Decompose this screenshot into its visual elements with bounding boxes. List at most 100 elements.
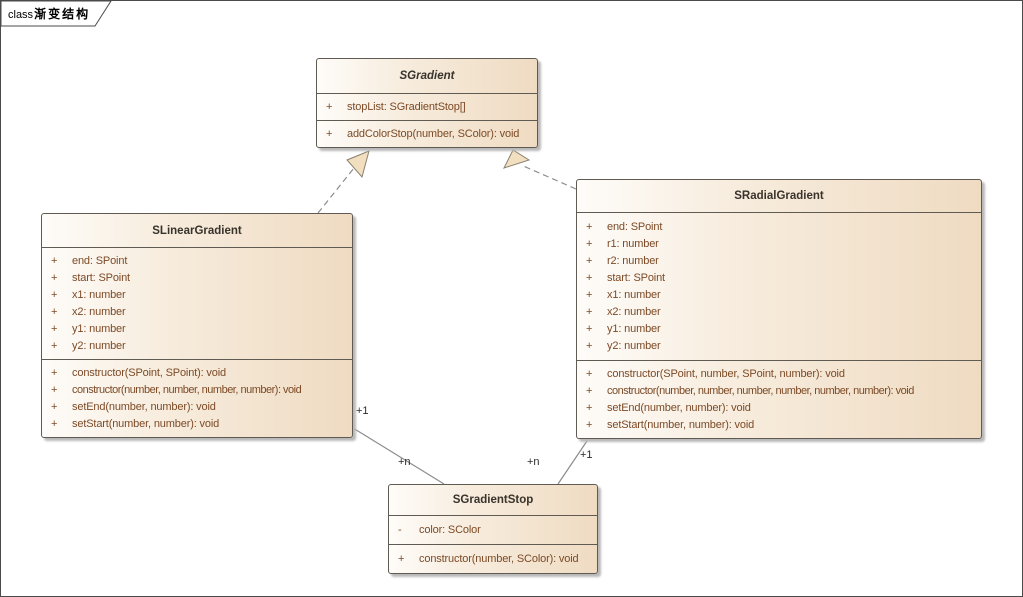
visibility-marker: + <box>586 340 593 352</box>
association-slineargradient-sgradientstop[interactable] <box>352 427 445 485</box>
multiplicity-label: +n <box>527 456 540 468</box>
operation-row: + constructor(number, SColor): void <box>389 551 597 568</box>
attribute-row: + stopList: SGradientStop[] <box>317 99 537 116</box>
attribute-text: x1: number <box>607 289 661 301</box>
class-sradialgradient[interactable]: SRadialGradient + end: SPoint + r1: numb… <box>576 179 982 439</box>
attributes-section: + stopList: SGradientStop[] <box>317 94 537 120</box>
visibility-marker: + <box>326 101 333 113</box>
operations-section: + constructor(number, SColor): void <box>389 544 597 573</box>
visibility-marker: + <box>586 238 593 250</box>
attributes-section: + end: SPoint + start: SPoint + x1: numb… <box>42 248 352 359</box>
operations-section: + addColorStop(number, SColor): void <box>317 120 537 147</box>
operation-text: setEnd(number, number): void <box>72 401 216 413</box>
operation-text: setStart(number, number): void <box>607 419 755 431</box>
realization-slineargradient-sgradient[interactable] <box>317 167 355 214</box>
operation-text: constructor(SPoint, number, SPoint, numb… <box>607 368 845 380</box>
operation-row: + setEnd(number, number): void <box>577 400 981 417</box>
attribute-text: y2: number <box>607 340 661 352</box>
operation-row: + constructor(SPoint, number, SPoint, nu… <box>577 366 981 383</box>
attribute-row: + end: SPoint <box>42 253 352 270</box>
visibility-marker: - <box>398 524 402 536</box>
class-title: SLinearGradient <box>42 214 352 248</box>
attribute-text: stopList: SGradientStop[] <box>347 101 466 113</box>
attribute-row: + y1: number <box>577 321 981 338</box>
visibility-marker: + <box>326 128 333 140</box>
operation-text: constructor(number, number, number, numb… <box>72 384 302 396</box>
attribute-row: + r1: number <box>577 236 981 253</box>
attribute-text: y2: number <box>72 340 126 352</box>
visibility-marker: + <box>586 255 593 267</box>
attribute-row: - color: SColor <box>389 522 597 539</box>
attribute-row: + y2: number <box>577 338 981 355</box>
visibility-marker: + <box>586 272 593 284</box>
visibility-marker: + <box>51 272 58 284</box>
visibility-marker: + <box>586 289 593 301</box>
visibility-marker: + <box>51 289 58 301</box>
multiplicity-label: +1 <box>580 449 593 461</box>
attribute-row: + start: SPoint <box>42 270 352 287</box>
attribute-text: end: SPoint <box>607 221 663 233</box>
association-sradialgradient-sgradientstop[interactable] <box>557 437 590 485</box>
frame-keyword: class <box>8 9 34 21</box>
attributes-section: + end: SPoint + r1: number + r2: number … <box>577 213 981 360</box>
visibility-marker: + <box>586 419 593 431</box>
multiplicity-label: +n <box>398 456 411 468</box>
class-title: SRadialGradient <box>577 180 981 213</box>
class-slineargradient[interactable]: SLinearGradient + end: SPoint + start: S… <box>41 213 353 438</box>
operation-text: addColorStop(number, SColor): void <box>347 128 520 140</box>
attribute-row: + start: SPoint <box>577 270 981 287</box>
realization-arrowhead-left-icon <box>346 150 370 179</box>
attribute-text: y1: number <box>607 323 661 335</box>
visibility-marker: + <box>586 306 593 318</box>
class-sgradient[interactable]: SGradient + stopList: SGradientStop[] + … <box>316 58 538 148</box>
frame-diagram-title: 渐变结构 <box>34 7 91 21</box>
visibility-marker: + <box>586 323 593 335</box>
visibility-marker: + <box>51 418 58 430</box>
operations-section: + constructor(SPoint, number, SPoint, nu… <box>577 360 981 438</box>
realization-sradialgradient-sgradient[interactable] <box>520 164 577 190</box>
operation-row: + constructor(number, number, number, nu… <box>42 382 352 399</box>
attribute-text: start: SPoint <box>72 272 130 284</box>
frame-label: class渐变结构 <box>8 5 90 23</box>
attributes-section: - color: SColor <box>389 516 597 544</box>
attribute-row: + r2: number <box>577 253 981 270</box>
operation-text: constructor(SPoint, SPoint): void <box>72 367 227 379</box>
attribute-text: x2: number <box>607 306 661 318</box>
operations-section: + constructor(SPoint, SPoint): void + co… <box>42 359 352 437</box>
attribute-text: x2: number <box>72 306 126 318</box>
operation-row: + setEnd(number, number): void <box>42 399 352 416</box>
operation-text: constructor(number, SColor): void <box>419 553 579 565</box>
frame-tab-shape <box>1 1 112 27</box>
visibility-marker: + <box>51 306 58 318</box>
attribute-text: r2: number <box>607 255 659 267</box>
visibility-marker: + <box>586 221 593 233</box>
attribute-text: x1: number <box>72 289 126 301</box>
visibility-marker: + <box>586 402 593 414</box>
operation-row: + setStart(number, number): void <box>42 416 352 433</box>
operation-row: + constructor(SPoint, SPoint): void <box>42 365 352 382</box>
attribute-row: + x1: number <box>42 287 352 304</box>
visibility-marker: + <box>51 340 58 352</box>
operation-text: setEnd(number, number): void <box>607 402 751 414</box>
visibility-marker: + <box>51 255 58 267</box>
operation-row: + setStart(number, number): void <box>577 417 981 434</box>
operation-text: setStart(number, number): void <box>72 418 220 430</box>
visibility-marker: + <box>51 401 58 413</box>
multiplicity-label: +1 <box>356 405 369 417</box>
class-title: SGradient <box>317 59 537 94</box>
visibility-marker: + <box>51 367 58 379</box>
operation-row: + constructor(number, number, number, nu… <box>577 383 981 400</box>
visibility-marker: + <box>51 384 58 396</box>
operation-row: + addColorStop(number, SColor): void <box>317 126 537 143</box>
attribute-text: start: SPoint <box>607 272 665 284</box>
attribute-row: + x1: number <box>577 287 981 304</box>
attribute-row: + x2: number <box>42 304 352 321</box>
class-sgradientstop[interactable]: SGradientStop - color: SColor + construc… <box>388 484 598 574</box>
attribute-text: y1: number <box>72 323 126 335</box>
attribute-text: r1: number <box>607 238 659 250</box>
visibility-marker: + <box>398 553 405 565</box>
realization-arrowhead-right-icon <box>503 149 531 169</box>
attribute-row: + y2: number <box>42 338 352 355</box>
